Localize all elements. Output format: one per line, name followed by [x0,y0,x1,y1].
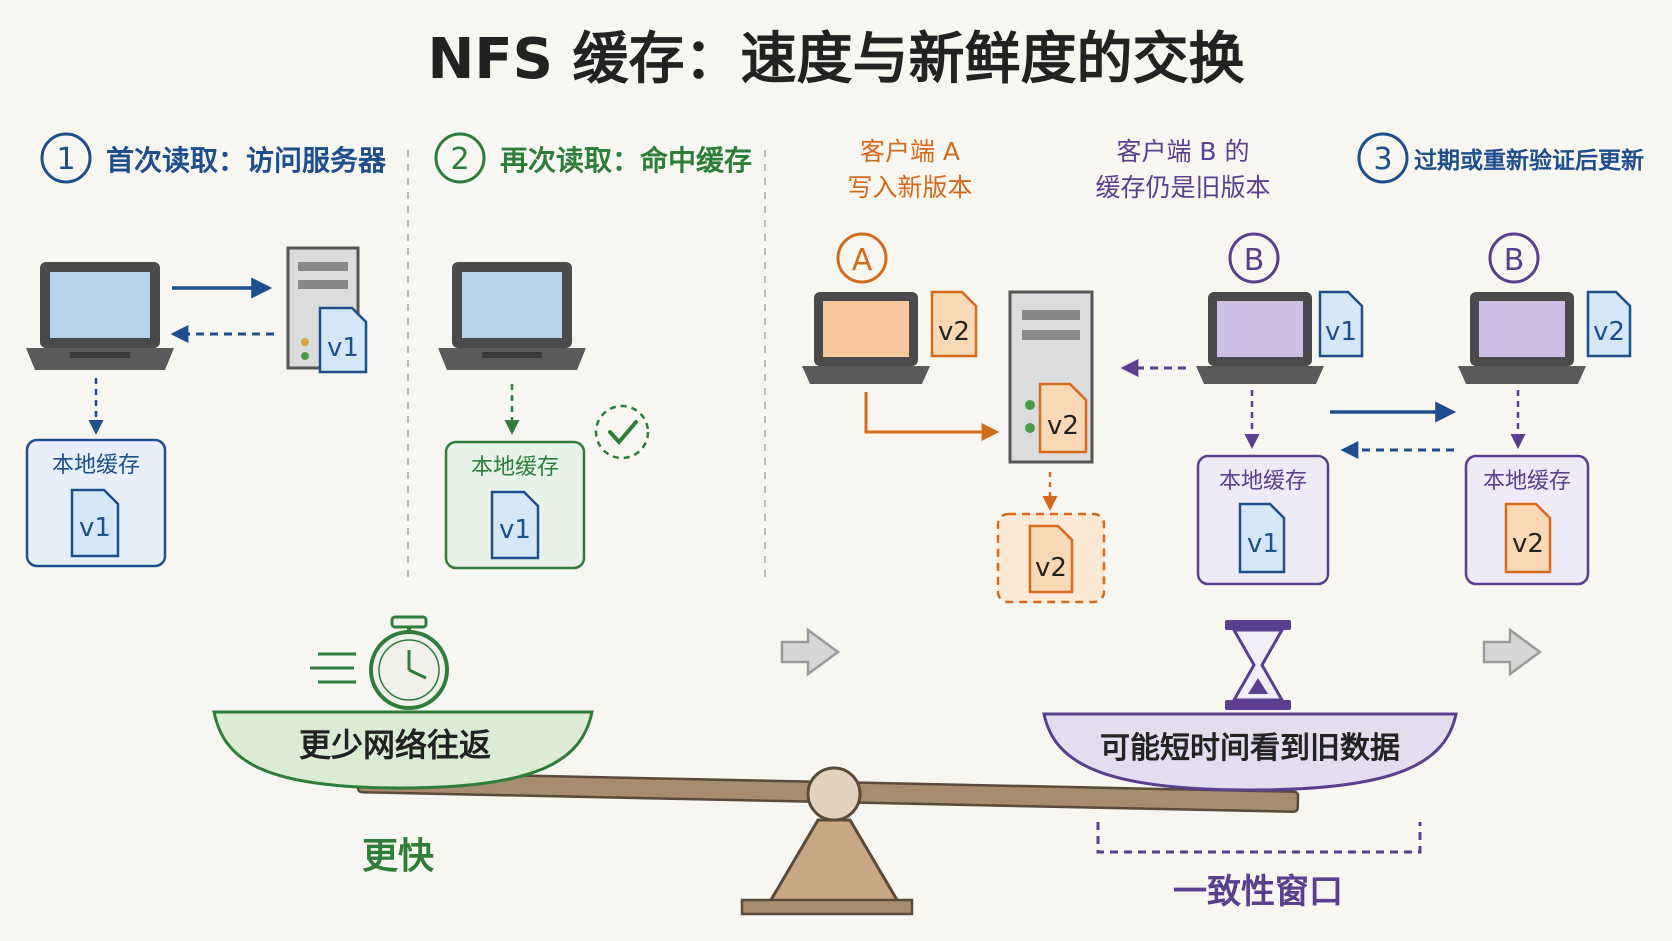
local-cache-box: 本地缓存 v1 [1196,454,1330,586]
flow-arrow-icon [1482,627,1543,677]
right-pan [1042,712,1458,792]
file-version-label: v1 [79,513,111,543]
step-label: 过期或重新验证后更新 [1414,147,1644,174]
write-arrow [864,392,1000,441]
file-version-label: v2 [938,317,970,347]
step-label: 首次读取：访问服务器 [106,144,387,177]
cache-hit-check-icon [594,404,650,460]
file-version-label: v1 [499,515,531,545]
right-caption: 一致性窗口 [1173,872,1343,912]
right-pan-label: 可能短时间看到旧数据 [1100,731,1400,766]
laptop-icon [1196,292,1324,384]
left-pan-label: 更少网络往返 [299,726,491,764]
step-number-badge [40,132,92,184]
file-icon: v2 [1586,290,1632,358]
file-version-label: v2 [1512,529,1544,559]
client-b-updated-badge: B [1488,232,1540,284]
page-title: NFS 缓存：速度与新鲜度的交换 [428,27,1245,92]
file-icon: v1 [1318,290,1364,358]
left-caption: 更快 [362,836,435,877]
client-b-caption-line1: 客户端 B 的 [1116,137,1249,166]
client-b-caption-line2: 缓存仍是旧版本 [1095,173,1270,202]
cache-label: 本地缓存 [1483,469,1571,494]
step-number-badge [1357,132,1409,184]
step-number: 3 [1373,142,1392,177]
file-icon: v1 [318,306,368,374]
step-number-badge [434,132,486,184]
cache-label: 本地缓存 [52,453,140,478]
cache-label: 本地缓存 [471,455,559,480]
left-pan [212,710,594,790]
file-icon: v2 [1038,382,1088,454]
local-cache-box: 本地缓存 v2 [1464,454,1590,586]
file-version-label: v2 [1035,553,1067,583]
consistency-window-bracket [1096,822,1422,854]
laptop-icon [802,292,930,384]
file-version-label: v1 [1325,317,1357,347]
file-version-label: v2 [1593,317,1625,347]
file-version-label: v1 [327,333,359,363]
step-number: 2 [450,142,469,177]
laptop-icon [1458,292,1586,384]
step-3-header: 3 过期或重新验证后更新 [1357,132,1644,184]
svg-text:B: B [1504,243,1525,278]
client-a-caption-line1: 客户端 A [860,137,960,166]
cache-label: 本地缓存 [1219,469,1307,494]
svg-text:A: A [852,243,873,278]
client-b-badge: B [1228,232,1280,284]
hourglass-icon [1225,620,1291,710]
file-version-label: v1 [1247,529,1279,559]
laptop-icon [438,262,586,370]
step-number: 1 [56,142,75,177]
svg-text:B: B [1244,243,1265,278]
seesaw-pivot [806,766,862,822]
local-cache-box: 本地缓存 v1 [444,440,586,570]
step-2-header: 2 再次读取：命中缓存 [434,132,752,184]
client-a-badge: A [836,232,888,284]
local-cache-box: 本地缓存 v1 [25,438,167,568]
file-version-label: v2 [1047,411,1079,441]
step-label: 再次读取：命中缓存 [500,144,752,177]
laptop-icon [26,262,174,370]
file-icon: v2 [930,290,978,358]
flow-arrow-icon [780,627,841,677]
client-a-caption-line2: 写入新版本 [847,173,972,202]
seesaw-fulcrum [765,818,903,907]
seesaw-base [740,898,914,916]
server-cache-box: v2 [996,512,1106,604]
step-1-header: 1 首次读取：访问服务器 [40,132,387,184]
stopwatch-icon [310,615,449,710]
